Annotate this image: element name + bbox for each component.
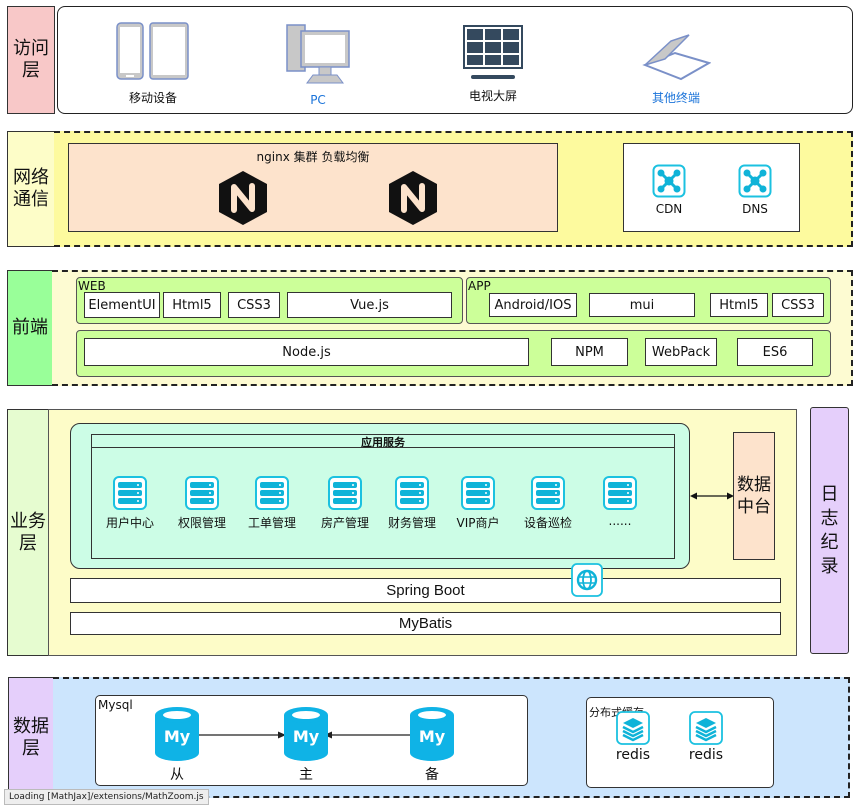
mybatis-bar: MyBatis	[70, 612, 781, 635]
access-item-label: PC	[310, 93, 326, 107]
tech-mui: mui	[589, 293, 695, 317]
service-item: 财务管理	[377, 476, 447, 531]
scanner-icon	[642, 34, 711, 81]
tech-webpack: WebPack	[645, 338, 717, 366]
service-item: 权限管理	[167, 476, 237, 531]
server-icon	[328, 476, 362, 510]
service-item-label: 设备巡检	[523, 516, 572, 530]
mathjax-loading-status: Loading [MathJax]/extensions/MathZoom.js	[4, 789, 209, 805]
bidirectional-arrow	[690, 492, 734, 500]
web-panel-title: WEB	[78, 279, 106, 293]
service-item: ......	[585, 476, 655, 528]
desktop-computer-icon	[286, 24, 350, 84]
edge-item-dns: DNS	[732, 164, 778, 216]
replication-arrows	[194, 731, 416, 739]
data-center-box: 数据 中台	[733, 432, 775, 560]
network-hub-icon	[738, 164, 772, 198]
edge-services-panel: CDN DNS	[623, 143, 800, 232]
logging-panel: 日 志 纪 录	[810, 407, 849, 654]
spring-boot-bar: Spring Boot	[70, 578, 781, 603]
mysql-database-icon: My	[284, 707, 328, 761]
tv-screen-icon	[463, 25, 523, 79]
server-icon	[113, 476, 147, 510]
redis-node-label: redis	[615, 747, 651, 763]
service-item: VIP商户	[443, 476, 513, 531]
mysql-database-icon: My	[410, 707, 454, 761]
service-item-label: 用户中心	[105, 516, 154, 530]
mysql-node-label: 从	[170, 767, 184, 783]
tech-html5-app: Html5	[710, 293, 768, 317]
service-item: 工单管理	[237, 476, 307, 531]
app-panel-title: APP	[468, 279, 491, 293]
data-layer-label: 数据 层	[8, 677, 54, 798]
mysql-database-icon: My	[155, 707, 199, 761]
tech-android-ios: Android/IOS	[489, 293, 577, 317]
server-icon	[461, 476, 495, 510]
service-item-label: 权限管理	[177, 516, 226, 530]
tech-css3-app: CSS3	[772, 293, 824, 317]
nginx-icon	[389, 171, 437, 225]
redis-stack-icon	[689, 711, 723, 745]
mysql-cluster-title: Mysql	[98, 698, 133, 712]
network-hub-icon	[652, 164, 686, 198]
app-services-header: 应用服务	[91, 434, 675, 449]
service-item-label: VIP商户	[456, 516, 500, 530]
nginx-cluster-title: nginx 集群 负载均衡	[256, 150, 370, 164]
service-item-label: ......	[608, 514, 632, 528]
mobile-tablet-icon	[116, 22, 189, 80]
app-services-body	[91, 447, 675, 559]
tech-vuejs: Vue.js	[287, 292, 452, 318]
access-item-label: 其他终端	[651, 91, 700, 105]
tech-nodejs: Node.js	[84, 338, 529, 366]
business-layer-label: 业务 层	[7, 409, 49, 656]
access-layer-panel: 移动设备 PC 电视大屏 其他终端	[57, 6, 853, 114]
server-icon	[185, 476, 219, 510]
tech-es6: ES6	[737, 338, 813, 366]
redis-stack-icon	[616, 711, 650, 745]
access-item-label: 移动设备	[128, 91, 177, 105]
tech-elementui: ElementUI	[84, 292, 160, 318]
service-item-label: 财务管理	[387, 516, 436, 530]
tech-npm: NPM	[551, 338, 628, 366]
mysql-node-label: 主	[299, 767, 313, 783]
mysql-node: My 主	[281, 706, 331, 784]
redis-node-label: redis	[688, 747, 724, 763]
server-icon	[603, 476, 637, 510]
edge-item-cdn: CDN	[646, 164, 692, 216]
server-icon	[531, 476, 565, 510]
globe-icon	[571, 563, 603, 597]
redis-node: redis	[608, 711, 658, 763]
mysql-node: My 备	[407, 706, 457, 784]
server-icon	[395, 476, 429, 510]
access-layer-label: 访问 层	[7, 6, 55, 114]
service-item-label: 房产管理	[320, 516, 369, 530]
edge-item-label: CDN	[655, 202, 683, 216]
access-item-tv: 电视大屏	[453, 25, 533, 104]
network-layer-label: 网络 通信	[7, 131, 55, 247]
mysql-node: My 从	[152, 706, 202, 784]
service-item: 房产管理	[310, 476, 380, 531]
tech-html5: Html5	[163, 292, 221, 318]
mysql-node-label: 备	[425, 767, 439, 783]
access-item-pc: PC	[278, 21, 358, 107]
frontend-layer-label: 前端	[7, 270, 53, 386]
app-services-title: 应用服务	[361, 435, 405, 449]
service-item: 设备巡检	[513, 476, 583, 531]
mysql-icon-text: My	[419, 727, 446, 746]
nginx-icon	[219, 171, 267, 225]
edge-item-label: DNS	[742, 202, 768, 216]
mysql-icon-text: My	[164, 727, 191, 746]
service-item: 用户中心	[95, 476, 165, 531]
mysql-icon-text: My	[293, 727, 320, 746]
tech-css3: CSS3	[228, 292, 280, 318]
service-item-label: 工单管理	[247, 516, 296, 530]
access-item-mobile: 移动设备	[108, 21, 198, 106]
server-icon	[255, 476, 289, 510]
redis-node: redis	[681, 711, 731, 763]
access-item-label: 电视大屏	[468, 89, 517, 103]
nginx-cluster-panel: nginx 集群 负载均衡	[68, 143, 558, 232]
access-item-other: 其他终端	[636, 29, 716, 106]
